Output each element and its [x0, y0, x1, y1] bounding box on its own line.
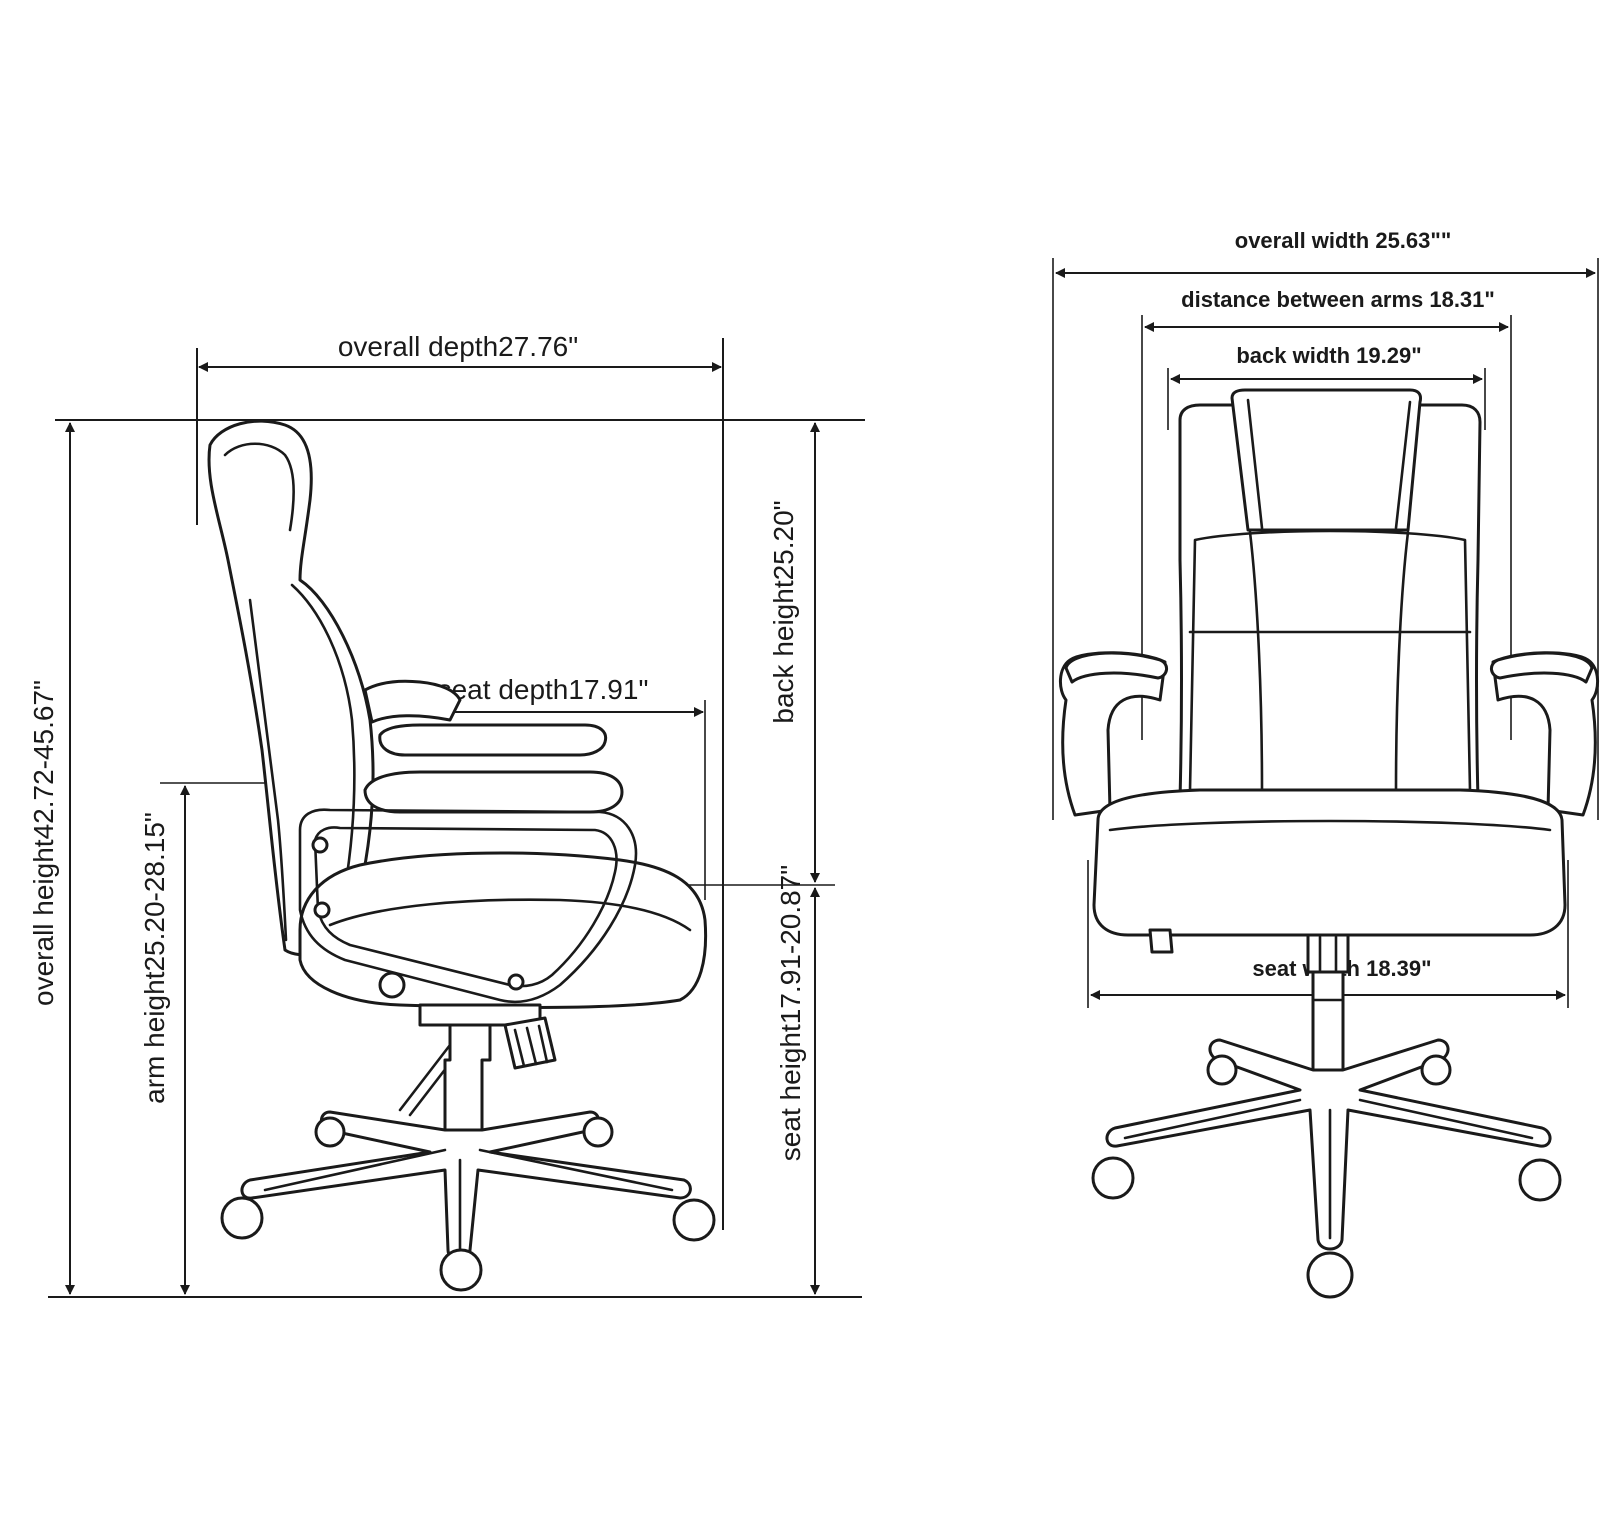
side-headrest-inner [223, 442, 295, 532]
front-caster-front [1306, 1251, 1354, 1299]
front-seat-cushion [1092, 788, 1567, 937]
side-tilt-knob [378, 971, 406, 999]
side-seat-stitch [328, 898, 692, 932]
back-height-label: back height25.20" [768, 500, 799, 723]
front-caster-back-right [1420, 1054, 1452, 1086]
seat-height-label: seat height17.91-20.87" [775, 865, 806, 1161]
side-arm-frame [298, 808, 638, 1004]
side-knob-grip-2 [525, 1026, 538, 1066]
side-arm-bolt-top [311, 836, 329, 854]
front-chair-illustration [1059, 388, 1599, 1299]
side-caster-front [439, 1248, 483, 1292]
side-armrest-top [378, 723, 608, 757]
front-gas-cylinder [1311, 970, 1345, 1082]
side-seat-cushion [298, 851, 708, 1009]
side-view: overall depth27.76" overall height42.72-… [28, 331, 865, 1298]
overall-width-label: overall width 25.63"" [1235, 228, 1452, 253]
arm-height-label: arm height25.20-28.15" [139, 812, 170, 1104]
front-caster-right [1518, 1158, 1562, 1202]
side-arm-bolt-front [507, 973, 525, 991]
side-lift-lever [398, 1043, 452, 1112]
side-arm-bolt-bottom [313, 901, 331, 919]
side-caster-back-right [582, 1116, 614, 1148]
front-tension-knob [1306, 933, 1350, 974]
front-back-seam-left [1248, 530, 1264, 792]
distance-between-arms-label: distance between arms 18.31" [1181, 287, 1495, 312]
front-right-arm-pad [1490, 651, 1594, 684]
front-view: overall width 25.63"" distance between a… [1052, 228, 1599, 1299]
side-arm-frame-inner [313, 826, 618, 988]
side-knob-grip-1 [513, 1028, 526, 1068]
side-caster-back-left [314, 1116, 346, 1148]
front-base-ridge-2 [1358, 1098, 1534, 1140]
front-left-arm-pad [1064, 651, 1168, 684]
front-caster-back-left [1206, 1054, 1238, 1086]
front-base-ridge-1 [1123, 1098, 1302, 1140]
side-knob-grip-3 [537, 1024, 549, 1064]
side-caster-right [672, 1198, 716, 1242]
front-back-seam-right [1394, 530, 1410, 792]
side-back-seam [248, 598, 288, 942]
overall-depth-label: overall depth27.76" [338, 331, 578, 362]
side-star-base [240, 1110, 692, 1261]
overall-height-label: overall height42.72-45.67" [28, 680, 59, 1006]
front-caster-left [1091, 1156, 1135, 1200]
back-width-label: back width 19.29" [1236, 343, 1421, 368]
front-star-base [1105, 1038, 1552, 1251]
side-armrest-pad [363, 770, 624, 814]
side-chair-illustration [207, 419, 716, 1292]
front-back-panel [1188, 529, 1472, 792]
front-headrest-inner [1246, 398, 1412, 530]
side-gas-cylinder [443, 1023, 492, 1142]
side-lumbar-pad [363, 679, 462, 724]
side-base-ridge-1 [263, 1148, 447, 1192]
side-caster-left [220, 1196, 264, 1240]
seat-depth-label: seat depth17.91" [438, 674, 649, 705]
front-headrest [1230, 388, 1422, 532]
side-base-ridge-2 [478, 1148, 674, 1192]
front-seat-stitch [1108, 819, 1552, 832]
front-lift-lever [1148, 928, 1174, 954]
